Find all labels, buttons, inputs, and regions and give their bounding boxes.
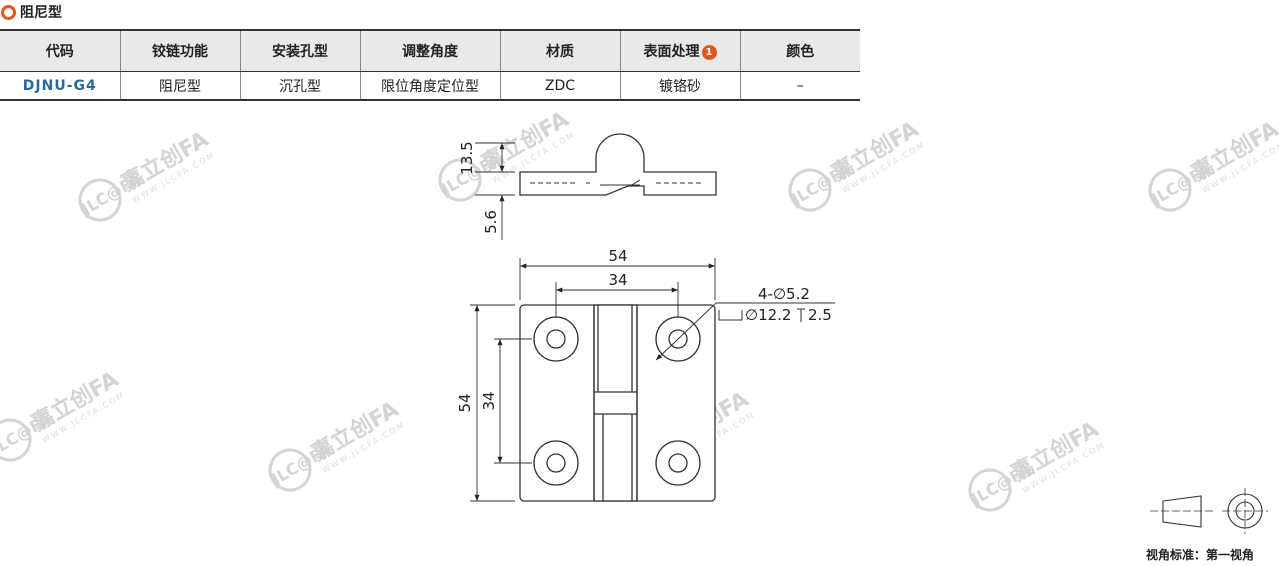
circle-bullet-icon: [1, 4, 16, 20]
col-header-function: 铰链功能: [120, 29, 241, 72]
note-badge-icon[interactable]: 1: [701, 45, 717, 60]
side-view: [475, 133, 717, 240]
section-heading: 阻尼型: [0, 0, 62, 24]
dim-overall-height: 54: [456, 393, 474, 412]
dim-hole-callout: 4-∅5.2: [758, 285, 810, 303]
section-title: 阻尼型: [20, 5, 62, 21]
watermark-6: JLC@FA 嘉立创FA WWW.JLCFA.COM: [267, 396, 407, 492]
front-view: [470, 258, 835, 502]
cell-code: DJNU-G4: [0, 71, 121, 101]
dim-overall-width: 54: [608, 247, 627, 265]
dim-side-height: 13.5: [458, 141, 476, 174]
dim-hole-spacing-y: 34: [480, 391, 498, 410]
cell-color: –: [740, 71, 860, 101]
surface-header-label: 表面处理: [643, 44, 700, 60]
watermark-5: JLC@FA 嘉立创FA WWW.JLCFA.COM: [0, 366, 127, 462]
dim-counterbore-depth: 2.5: [808, 306, 832, 324]
cell-hole-type: 沉孔型: [240, 71, 361, 101]
cell-function: 阻尼型: [120, 71, 241, 101]
cell-angle: 限位角度定位型: [360, 71, 501, 101]
dim-hole-spacing-x: 34: [608, 271, 627, 289]
watermark-3: JLC@FA 嘉立创FA WWW.JLCFA.COM: [787, 116, 927, 212]
first-angle-projection-icon: [1150, 488, 1268, 534]
col-header-color: 颜色: [740, 29, 860, 72]
table-row: DJNU-G4 阻尼型 沉孔型 限位角度定位型 ZDC 镀铬砂 –: [0, 71, 860, 101]
watermark-4: JLC@FA 嘉立创FA WWW.JLCFA.COM: [1147, 116, 1279, 212]
projection-caption: 视角标准：第一视角: [1146, 548, 1255, 562]
col-header-angle: 调整角度: [360, 29, 501, 72]
watermark-1: JLC@FA 嘉立创FA WWW.JLCFA.COM: [77, 126, 217, 222]
col-header-material: 材质: [500, 29, 621, 72]
dim-side-thickness: 5.6: [482, 210, 500, 234]
cell-material: ZDC: [500, 71, 621, 101]
watermark-8: JLC@FA 嘉立创FA WWW.JLCFA.COM: [967, 416, 1107, 512]
col-header-hole-type: 安装孔型: [240, 29, 361, 72]
dim-counterbore: ∅12.2: [745, 306, 791, 324]
col-header-code: 代码: [0, 29, 121, 72]
cell-surface: 镀铬砂: [620, 71, 741, 101]
